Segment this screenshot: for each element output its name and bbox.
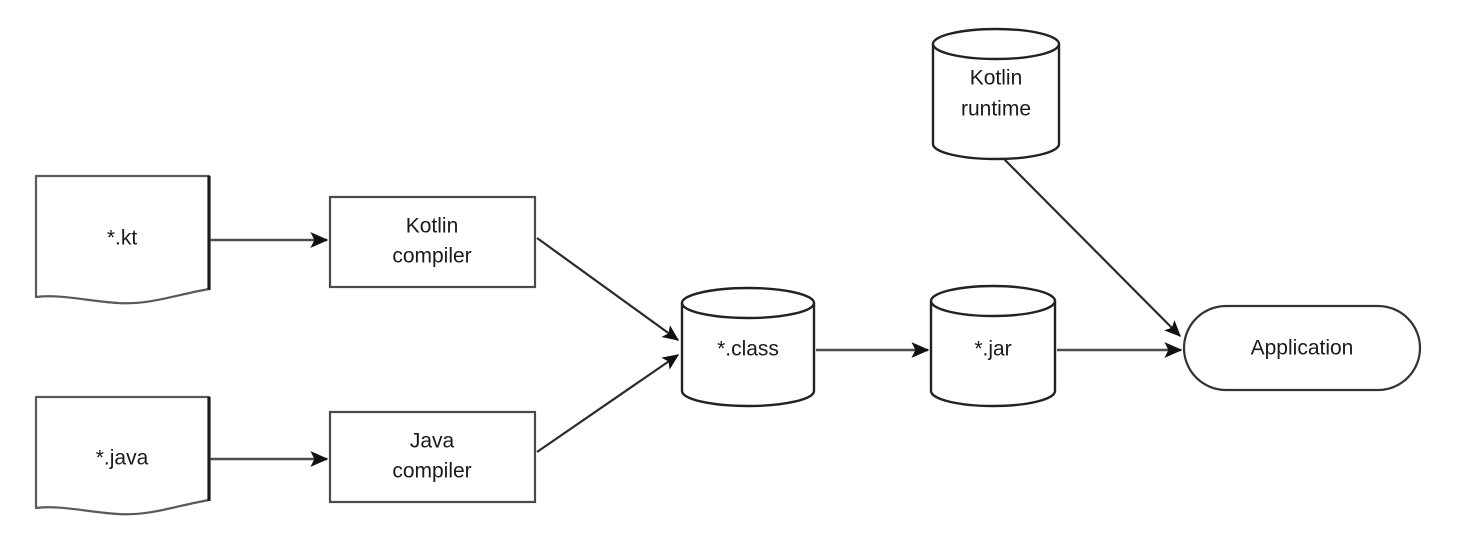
edge-kotlin-compiler-to-class <box>536 237 680 341</box>
node-java-compiler-label-line1: Java <box>410 430 455 453</box>
edge-kotlin-runtime-to-application <box>1002 157 1181 337</box>
node-application-label: Application <box>1251 337 1354 360</box>
node-kotlin-compiler-label-line2: compiler <box>392 245 471 268</box>
node-jar-file-label: *.jar <box>974 338 1011 361</box>
node-kotlin-runtime-label-line2: runtime <box>961 98 1031 121</box>
node-class-files[interactable]: *.class <box>680 286 816 408</box>
node-kotlin-runtime-label-line1: Kotlin <box>970 67 1023 90</box>
node-jar-file[interactable]: *.jar <box>929 284 1057 408</box>
edge-java-compiler-to-class <box>536 354 680 453</box>
node-class-files-label: *.class <box>717 338 779 361</box>
node-java-compiler[interactable]: Java compiler <box>328 410 537 504</box>
node-kt-source-label: *.kt <box>107 227 138 250</box>
node-kotlin-compiler-label-line1: Kotlin <box>406 215 459 238</box>
node-java-source[interactable]: *.java <box>34 395 211 516</box>
node-application[interactable]: Application <box>1182 304 1422 392</box>
node-kt-source[interactable]: *.kt <box>34 174 211 305</box>
node-kotlin-compiler[interactable]: Kotlin compiler <box>328 195 537 289</box>
node-kotlin-runtime[interactable]: Kotlin runtime <box>931 27 1061 161</box>
node-java-compiler-label-line2: compiler <box>392 460 471 483</box>
node-java-source-label: *.java <box>96 447 149 470</box>
